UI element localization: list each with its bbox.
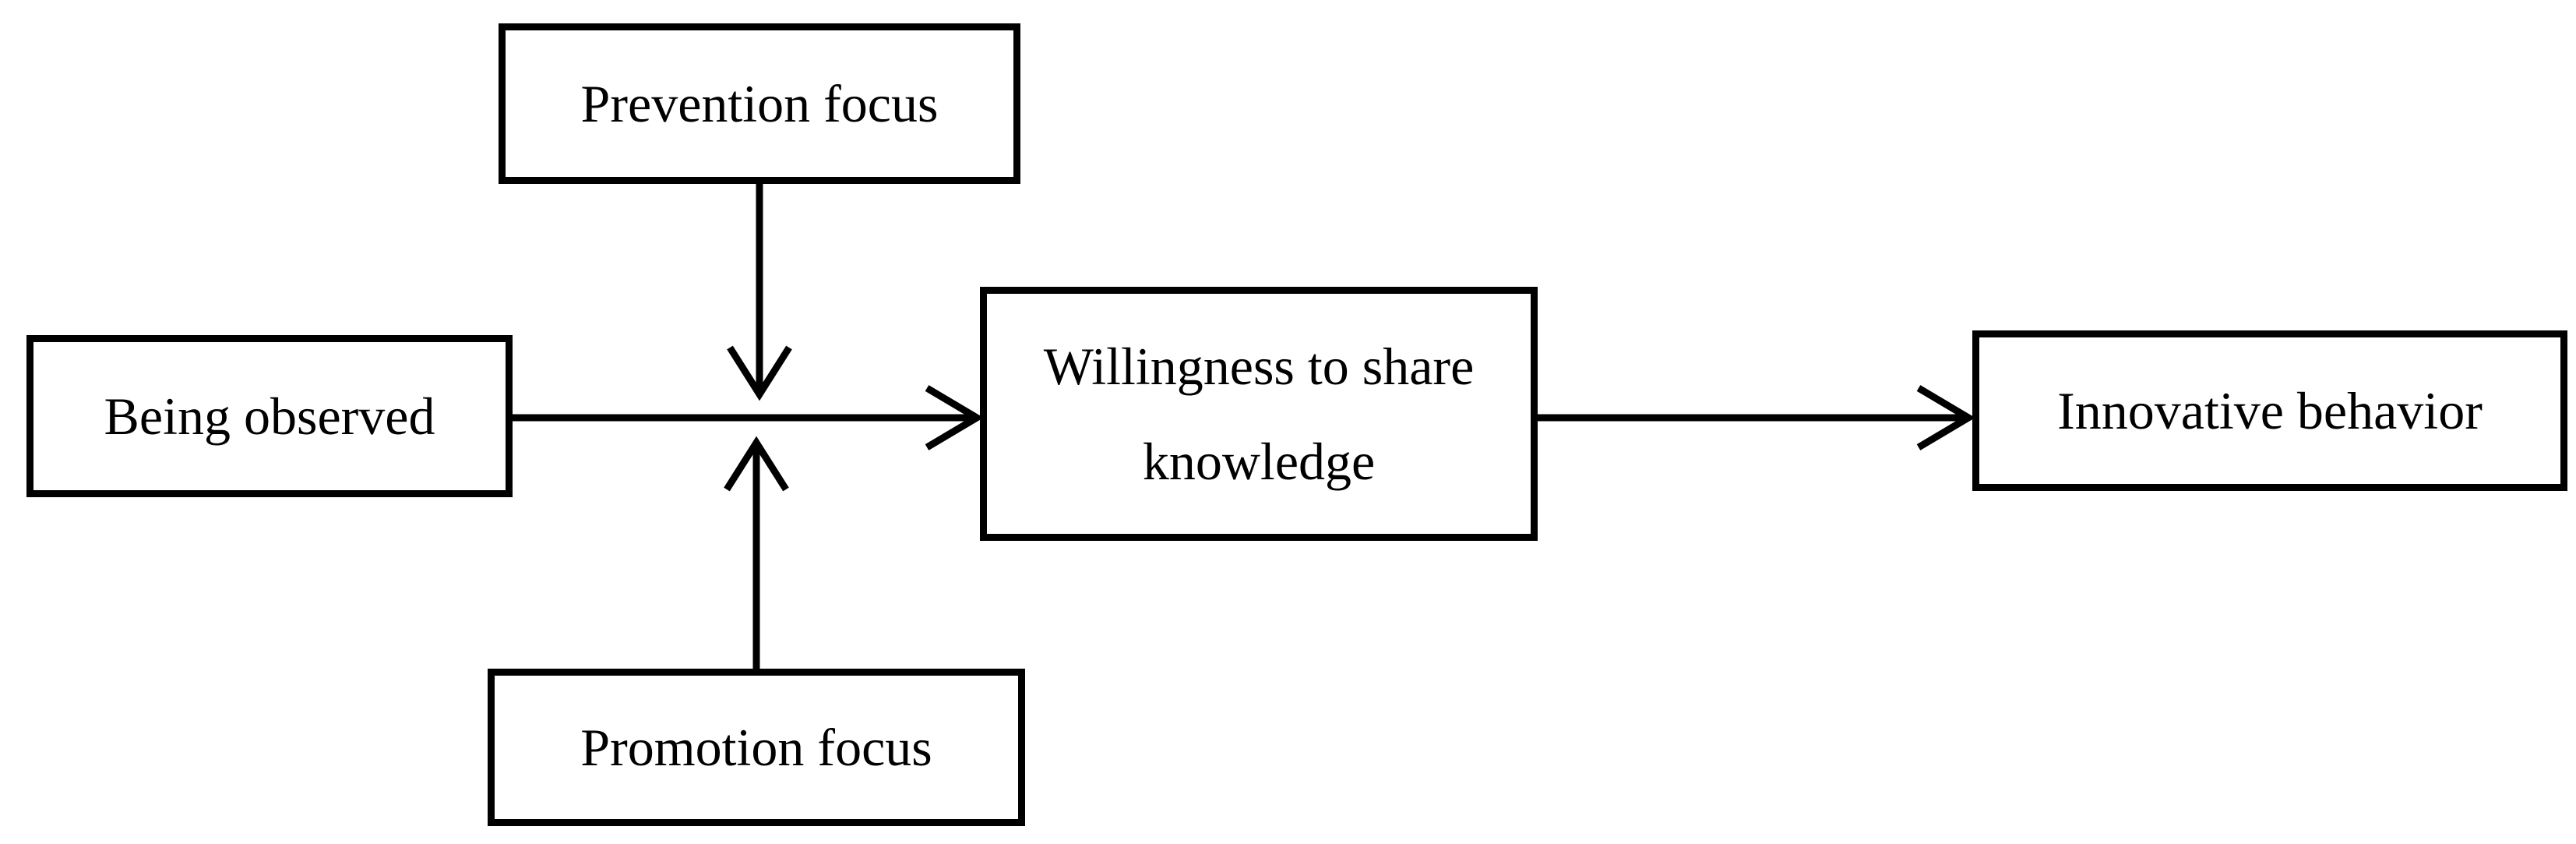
arrow-promotion-focus-moderator bbox=[724, 436, 789, 670]
node-prevention-focus: Prevention focus bbox=[499, 23, 1020, 184]
node-innovative-behavior-label: Innovative behavior bbox=[2057, 380, 2483, 440]
arrow-prevention-focus-moderator bbox=[727, 182, 792, 401]
node-promotion-focus: Promotion focus bbox=[488, 669, 1025, 826]
node-being-observed: Being observed bbox=[26, 335, 513, 497]
arrow-willingness-to-innovative-behavior bbox=[1536, 385, 1975, 450]
node-prevention-focus-label: Prevention focus bbox=[580, 73, 939, 133]
node-innovative-behavior: Innovative behavior bbox=[1972, 330, 2567, 491]
node-willingness-to-share-knowledge-label: Willingness to share knowledge bbox=[1043, 336, 1475, 491]
arrow-being-observed-to-willingness bbox=[509, 385, 984, 450]
node-being-observed-label: Being observed bbox=[104, 386, 435, 446]
node-promotion-focus-label: Promotion focus bbox=[580, 717, 932, 777]
node-willingness-to-share-knowledge: Willingness to share knowledge bbox=[980, 287, 1538, 541]
